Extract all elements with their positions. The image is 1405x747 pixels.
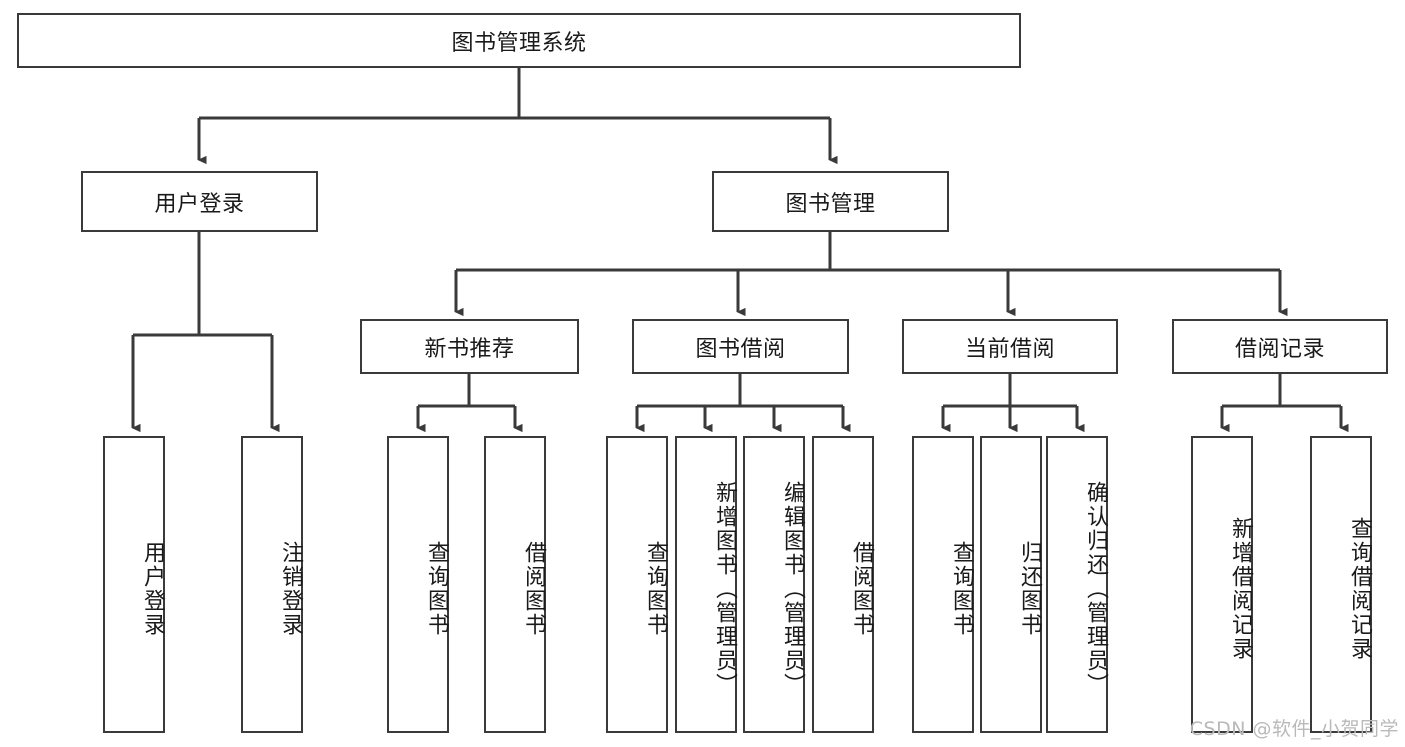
leaf-recommend-query-book[interactable]: 查询图书 (387, 436, 449, 733)
node-user-login[interactable]: 用户登录 (81, 171, 318, 232)
leaf-borrow-edit-book[interactable]: 编辑图书（管理员） (743, 436, 805, 733)
node-user-login-label: 用户登录 (154, 191, 245, 217)
leaf-current-query-book[interactable]: 查询图书 (912, 436, 974, 733)
leaf-current-confirm-return[interactable]: 确认归还（管理员） (1046, 436, 1108, 733)
node-borrow-record[interactable]: 借阅记录 (1172, 319, 1388, 374)
node-new-book-recommend-label: 新书推荐 (424, 336, 515, 362)
leaf-user-login-signout[interactable]: 注销登录 (241, 436, 303, 733)
leaf-current-return-book[interactable]: 归还图书 (980, 436, 1042, 733)
node-book-borrow[interactable]: 图书借阅 (632, 319, 849, 374)
leaf-record-query-record-label: 查询借阅记录 (1347, 516, 1372, 661)
leaf-record-add-record-label: 新增借阅记录 (1228, 516, 1253, 661)
leaf-borrow-borrow-book-label: 借阅图书 (849, 540, 874, 637)
leaf-current-confirm-return-label: 确认归还（管理员） (1083, 480, 1108, 697)
leaf-user-login-signout-label: 注销登录 (278, 540, 303, 637)
leaf-recommend-borrow-book[interactable]: 借阅图书 (484, 436, 546, 733)
leaf-borrow-add-book-label: 新增图书（管理员） (712, 480, 737, 697)
node-current-borrow-label: 当前借阅 (964, 336, 1055, 362)
leaf-borrow-query-book-label: 查询图书 (643, 540, 668, 637)
leaf-record-add-record[interactable]: 新增借阅记录 (1191, 436, 1253, 733)
node-book-management[interactable]: 图书管理 (712, 171, 949, 232)
leaf-recommend-query-book-label: 查询图书 (424, 540, 449, 637)
leaf-borrow-edit-book-label: 编辑图书（管理员） (780, 480, 805, 697)
leaf-borrow-query-book[interactable]: 查询图书 (606, 436, 668, 733)
leaf-recommend-borrow-book-label: 借阅图书 (521, 540, 546, 637)
node-root-label: 图书管理系统 (451, 30, 587, 56)
node-book-borrow-label: 图书借阅 (695, 336, 786, 362)
leaf-current-return-book-label: 归还图书 (1017, 540, 1042, 637)
leaf-borrow-borrow-book[interactable]: 借阅图书 (812, 436, 874, 733)
csdn-watermark: CSDN @软件_小贺同学 (1189, 718, 1399, 740)
leaf-user-login-signin-label: 用户登录 (140, 540, 165, 637)
node-root[interactable]: 图书管理系统 (17, 13, 1021, 68)
node-borrow-record-label: 借阅记录 (1234, 336, 1325, 362)
node-new-book-recommend[interactable]: 新书推荐 (360, 319, 579, 374)
leaf-user-login-signin[interactable]: 用户登录 (103, 436, 165, 733)
node-book-management-label: 图书管理 (785, 191, 876, 217)
leaf-record-query-record[interactable]: 查询借阅记录 (1310, 436, 1372, 733)
leaf-borrow-add-book[interactable]: 新增图书（管理员） (675, 436, 737, 733)
leaf-current-query-book-label: 查询图书 (949, 540, 974, 637)
node-current-borrow[interactable]: 当前借阅 (902, 319, 1118, 374)
